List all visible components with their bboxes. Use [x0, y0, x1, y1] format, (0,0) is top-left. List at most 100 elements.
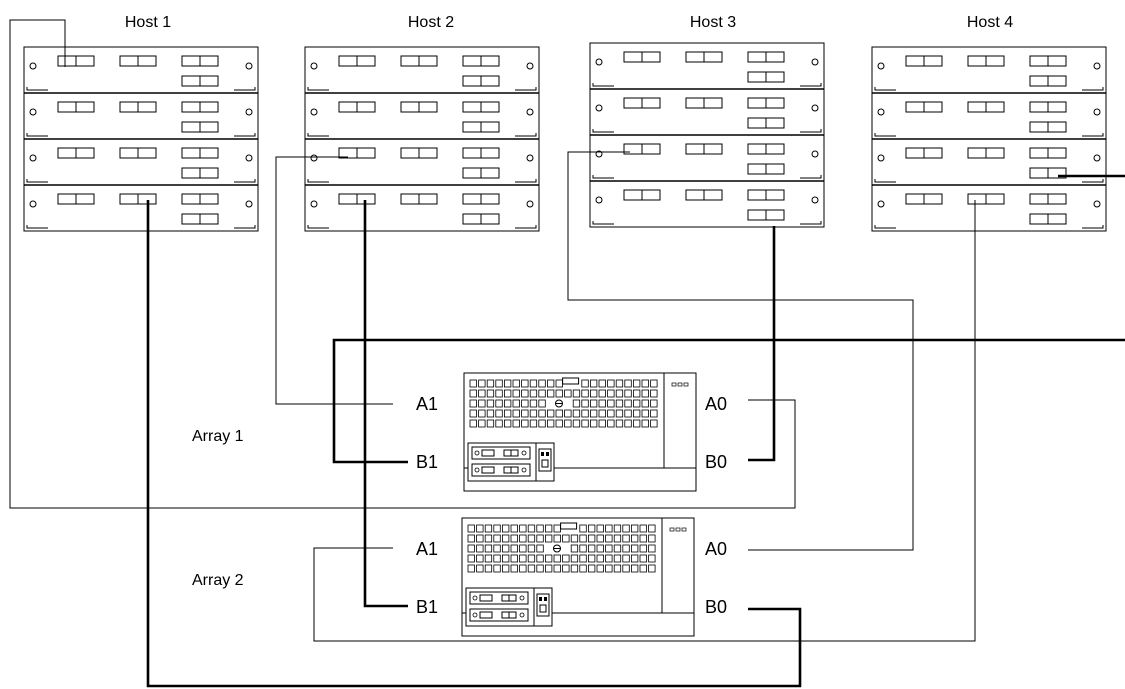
disk-slot	[519, 544, 527, 553]
disk-slot	[633, 379, 641, 388]
screw	[595, 58, 603, 66]
rail	[234, 225, 256, 229]
host-module	[589, 180, 825, 228]
controller-card	[471, 463, 531, 477]
disk-slot	[521, 419, 529, 428]
disk-slot	[486, 379, 495, 388]
disk-slot	[493, 564, 501, 573]
rail	[800, 175, 822, 179]
screw	[1093, 154, 1101, 162]
disk-slot	[631, 564, 639, 573]
disk-slot	[529, 409, 538, 418]
disk-slot	[545, 534, 553, 543]
rail	[26, 87, 48, 91]
rail	[26, 225, 48, 229]
rail	[592, 221, 614, 225]
disk-slot	[484, 544, 493, 553]
rail	[1082, 225, 1104, 229]
screw	[245, 200, 253, 208]
disk-slot	[521, 399, 529, 408]
cable-h1-a1-to-array1-a0	[9, 19, 796, 509]
disk-slot	[486, 399, 495, 408]
array-latch	[562, 377, 580, 385]
rail	[234, 87, 256, 91]
card-screw	[521, 450, 527, 456]
host-module	[23, 46, 259, 94]
disk-slot	[572, 399, 581, 408]
cable-h3-b1-to-array1-b0	[748, 226, 776, 462]
controller-card	[469, 608, 529, 622]
array-1-port-a0-label: A0	[705, 394, 727, 414]
disk-slot	[590, 419, 598, 428]
host-module	[304, 184, 540, 232]
controller-card	[471, 446, 531, 460]
screw	[811, 58, 819, 66]
disk-slot	[527, 564, 536, 573]
disk-slot	[545, 554, 553, 563]
array-1-label: Array 1	[192, 428, 244, 445]
disk-slot	[615, 399, 624, 408]
rail	[1082, 133, 1104, 137]
disk-slot	[631, 534, 639, 543]
disk-slot	[633, 389, 641, 398]
disk-slot	[495, 379, 503, 388]
disk-slot	[510, 534, 518, 543]
disk-slot	[545, 564, 553, 573]
rail	[234, 179, 256, 183]
disk-slot	[501, 544, 510, 553]
screw	[526, 108, 534, 116]
disk-slot	[590, 409, 598, 418]
disk-slot	[622, 524, 630, 533]
screw	[245, 154, 253, 162]
disk-slot	[615, 419, 624, 428]
disk-slot	[641, 379, 649, 388]
host-4-label: Host 4	[967, 14, 1013, 31]
screw	[595, 104, 603, 112]
disk-slot	[469, 379, 477, 388]
screw	[526, 200, 534, 208]
disk-slot	[639, 554, 647, 563]
disk-slot	[503, 409, 512, 418]
disk-slot	[467, 524, 475, 533]
rail	[307, 225, 329, 229]
disk-slot	[553, 534, 561, 543]
disk-slot	[469, 389, 477, 398]
disk-slot	[588, 554, 596, 563]
disk-slot	[476, 544, 484, 553]
disk-slot	[607, 379, 615, 388]
disk-slot	[527, 544, 536, 553]
disk-slot	[622, 534, 630, 543]
disk-slot	[529, 419, 538, 428]
disk-slot	[478, 419, 486, 428]
disk-slot	[639, 544, 647, 553]
screw	[877, 62, 885, 70]
disk-slot	[562, 564, 570, 573]
disk-slot	[467, 554, 475, 563]
cable-h4-b1-to-array1-b1	[332, 338, 1125, 464]
rail	[515, 133, 537, 137]
disk-slot	[536, 534, 544, 543]
disk-slot	[547, 409, 555, 418]
status-led	[681, 527, 687, 532]
disk-slot	[469, 419, 477, 428]
disk-slot	[555, 379, 563, 388]
host-module	[871, 92, 1107, 140]
disk-slot	[613, 534, 622, 543]
array-1-port-b1-label: B1	[416, 452, 438, 472]
disk-slot	[495, 389, 503, 398]
disk-slot	[493, 544, 501, 553]
screw	[811, 104, 819, 112]
disk-slot	[478, 389, 486, 398]
disk-slot	[493, 554, 501, 563]
disk-slot	[553, 564, 561, 573]
disk-slot	[510, 524, 518, 533]
disk-slot	[598, 409, 606, 418]
disk-slot	[555, 409, 563, 418]
disk-slot	[624, 379, 632, 388]
disk-slot	[469, 409, 477, 418]
disk-slot	[607, 409, 615, 418]
screw	[29, 154, 37, 162]
power-socket	[539, 604, 547, 613]
disk-slot	[476, 534, 484, 543]
rail	[1082, 179, 1104, 183]
